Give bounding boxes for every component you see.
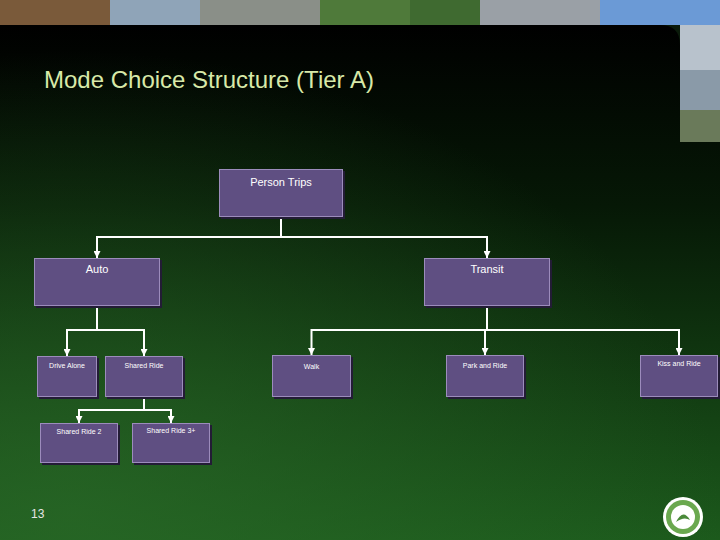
- mode-label: Drive Alone: [38, 362, 96, 370]
- mode-label: Person Trips: [220, 176, 342, 189]
- mode-box: Kiss and Ride: [640, 355, 718, 397]
- mode-box: Park and Ride: [446, 355, 524, 397]
- mode-label: Walk: [273, 363, 350, 371]
- mode-label: Transit: [425, 263, 549, 276]
- tree-connector: [97, 217, 281, 258]
- mode-box: Auto: [34, 258, 160, 306]
- mode-label: Shared Ride: [106, 362, 182, 370]
- tree-connector: [67, 306, 97, 356]
- mode-box: Person Trips: [219, 169, 343, 217]
- mode-box: Shared Ride 3+: [132, 423, 210, 463]
- tree-connector: [144, 397, 171, 423]
- tree-connector: [487, 306, 679, 355]
- logo: [663, 497, 703, 537]
- mode-label: Shared Ride 3+: [133, 427, 209, 435]
- mode-box: Drive Alone: [37, 356, 97, 397]
- mode-label: Shared Ride 2: [41, 428, 117, 436]
- mode-box: Transit: [424, 258, 550, 306]
- tree-connector: [281, 217, 487, 258]
- tree-connector: [312, 306, 488, 355]
- mode-label: Auto: [35, 263, 159, 276]
- slide-panel: [0, 25, 720, 540]
- mode-box: Shared Ride: [105, 356, 183, 397]
- mode-box: Shared Ride 2: [40, 423, 118, 463]
- page-number: 13: [31, 507, 44, 521]
- slide-title: Mode Choice Structure (Tier A): [44, 66, 374, 94]
- tree-connector: [79, 397, 144, 423]
- mode-box: Walk: [272, 355, 351, 397]
- mode-label: Kiss and Ride: [641, 360, 717, 368]
- mode-label: Park and Ride: [447, 362, 523, 370]
- tree-connector: [97, 306, 144, 356]
